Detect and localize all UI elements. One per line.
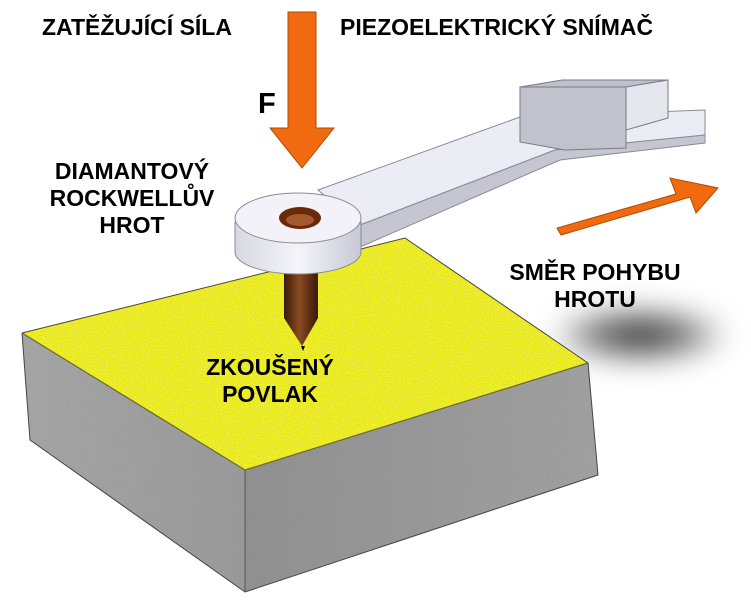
indenter-tip-label: DIAMANTOVÝ ROCKWELLŮV HROT	[32, 158, 232, 239]
piezo-sensor-label: PIEZOELEKTRICKÝ SNÍMAČ	[340, 14, 654, 40]
sensor-side	[625, 79, 669, 131]
coating-label: ZKOUŠENÝ POVLAK	[180, 354, 360, 408]
coating-label-line1: ZKOUŠENÝ	[206, 354, 334, 380]
tip-label-line1: DIAMANTOVÝ	[54, 158, 210, 184]
direction-arrow	[556, 177, 719, 236]
tip-label-line2: ROCKWELLŮV	[49, 185, 215, 211]
block-front-face	[245, 363, 598, 592]
direction-label: SMĚR POHYBU HROTU	[480, 259, 710, 313]
block-outline	[21, 237, 599, 593]
coating-label-line2: POVLAK	[222, 381, 318, 407]
direction-label-line1: SMĚR POHYBU	[509, 259, 681, 285]
sensor-front	[519, 86, 627, 151]
block-shadow	[550, 305, 730, 365]
tip-label-line3: HROT	[99, 212, 165, 238]
load-force-label: ZATĚŽUJÍCÍ SÍLA	[42, 14, 232, 40]
block-left-face	[22, 333, 245, 592]
piezo-arm	[234, 79, 706, 275]
force-arrow	[268, 11, 336, 169]
sample-block	[21, 237, 599, 593]
direction-label-line2: HROTU	[554, 286, 636, 312]
coating-surface	[22, 238, 588, 470]
force-symbol-label: F	[258, 88, 276, 120]
